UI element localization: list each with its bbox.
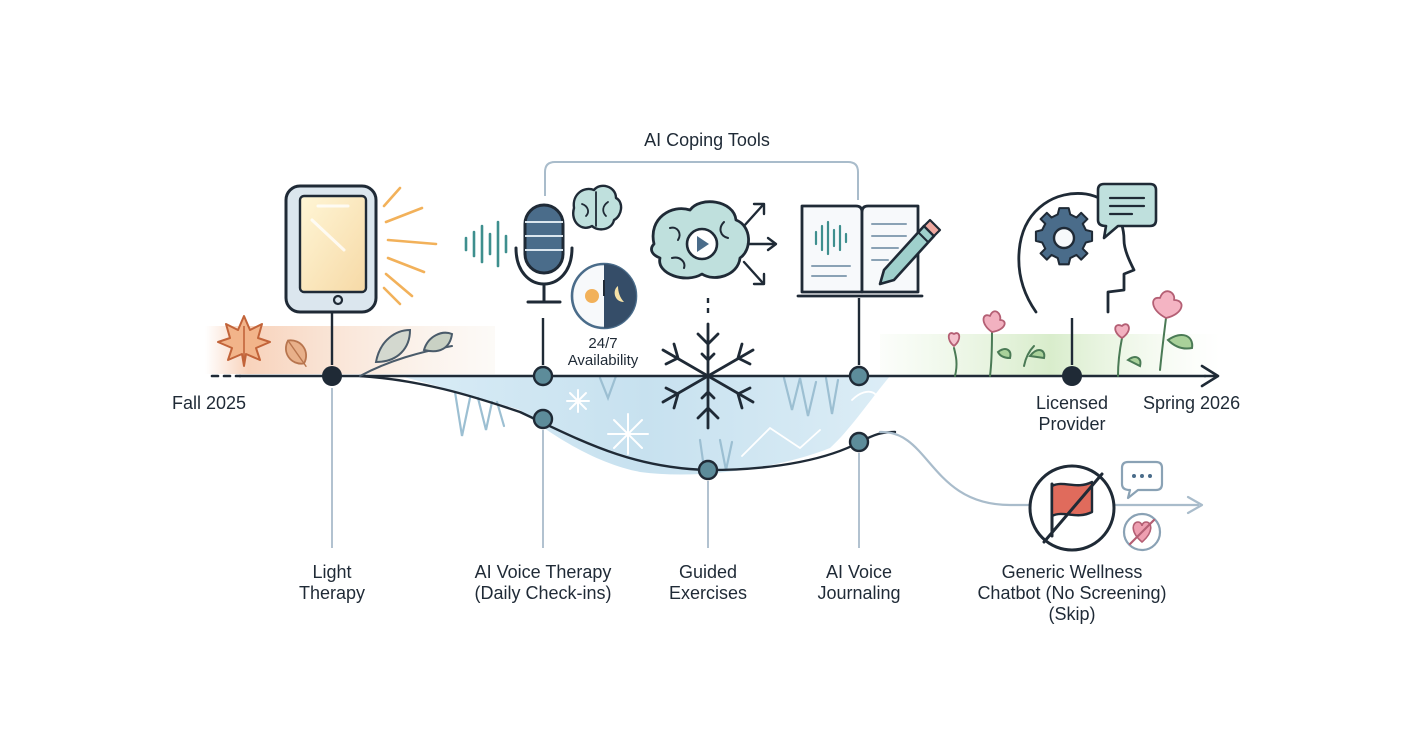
label-line: Exercises [668, 583, 748, 603]
label-line: AI Voice Therapy [474, 562, 612, 582]
availability-line2: Availability [568, 352, 639, 369]
winter-ice-basin [400, 376, 890, 475]
skip-branch-path [878, 430, 1200, 507]
group-label: AI Coping Tools [644, 130, 770, 150]
provider-head-icon [1017, 192, 1136, 314]
label-line: Guided [678, 562, 738, 582]
label-line: Journaling [817, 583, 901, 603]
ai-tools-bracket [544, 161, 859, 200]
node-journaling-bottom [848, 431, 870, 453]
journal-book-icon [796, 204, 924, 298]
label-connectors [331, 388, 860, 548]
skip-arrowhead [1186, 495, 1204, 515]
label-line: Provider [1038, 414, 1106, 434]
small-snowflakes [566, 389, 649, 455]
label-line: Licensed [1035, 393, 1109, 413]
label-journaling: AI Voice Journaling [799, 562, 919, 604]
node-voice-therapy-top [532, 365, 554, 387]
label-voice-therapy: AI Voice Therapy (Daily Check-ins) [463, 562, 623, 604]
label-line: (Skip) [1048, 604, 1096, 624]
label-guided-exercises: Guided Exercises [648, 562, 768, 604]
blossom-icon [947, 290, 1183, 347]
microphone-icon [514, 203, 574, 304]
axis-start-label: Fall 2025 [172, 393, 247, 413]
leaf-branch-icon [359, 328, 454, 377]
label-line: AI Voice [825, 562, 893, 582]
prohibited-flag-icon [1028, 464, 1116, 552]
node-journaling-top [848, 365, 870, 387]
availability-line1: 24/7 [588, 335, 617, 352]
spring-sprouts-icon [953, 317, 1194, 377]
node-light-therapy [322, 366, 342, 386]
brain-play-icon [650, 200, 750, 280]
crossed-heart-icon [1122, 512, 1162, 552]
speech-bubble-icon [1096, 182, 1158, 240]
branching-arrows-icon [742, 202, 778, 286]
ice-sketch [741, 390, 885, 457]
axis-end-label: Spring 2026 [1143, 393, 1241, 413]
label-generic-chatbot: Generic Wellness Chatbot (No Screening) … [962, 562, 1182, 625]
icon-connectors [330, 298, 1074, 365]
timeline-arrowhead [1200, 364, 1220, 388]
label-light-therapy: Light Therapy [272, 562, 392, 604]
soundwave-icon [464, 220, 508, 268]
label-line: Therapy [298, 583, 366, 603]
node-voice-therapy-bottom [532, 408, 554, 430]
light-therapy-tablet-icon [284, 184, 378, 314]
day-night-clock-icon [570, 262, 638, 330]
label-licensed-provider: Licensed Provider [1012, 393, 1132, 435]
label-line: (Daily Check-ins) [474, 583, 612, 603]
label-line: Light [312, 562, 352, 582]
snowflake-icon [661, 322, 755, 430]
pencil-icon [878, 218, 942, 286]
node-licensed-provider [1062, 366, 1082, 386]
brain-small-icon [572, 184, 623, 231]
maple-leaf-icon [217, 315, 271, 367]
light-rays-icon [382, 186, 438, 306]
icicles [453, 374, 840, 471]
leaf-icon [285, 339, 307, 368]
node-guided-exercises [697, 459, 719, 481]
gear-icon [1034, 207, 1094, 266]
chat-dots-icon [1120, 460, 1164, 500]
label-line: Chatbot (No Screening) [977, 583, 1167, 603]
label-line: Generic Wellness [1001, 562, 1143, 582]
